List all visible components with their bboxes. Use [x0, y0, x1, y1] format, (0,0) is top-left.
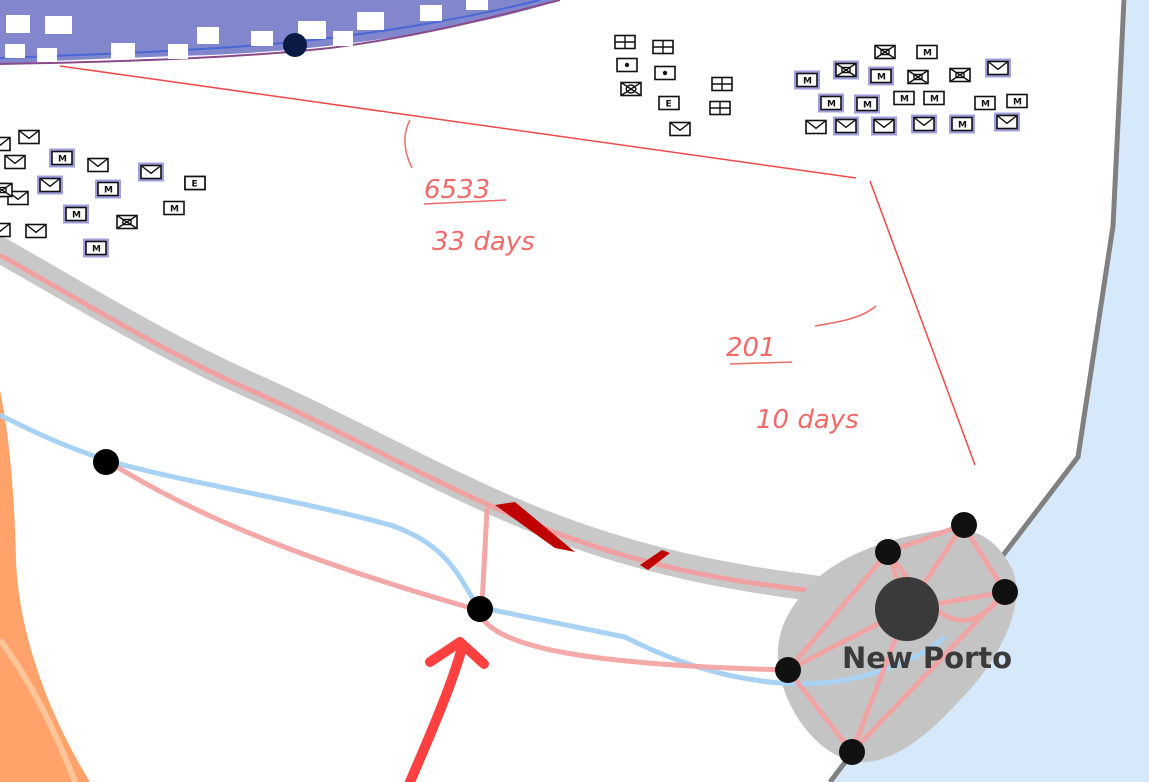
node-city-e[interactable]: [992, 579, 1018, 605]
unit-counter-cross[interactable]: [620, 81, 642, 97]
own-front-line: [0, 638, 78, 782]
annotation-front-b-time: 10 days: [756, 405, 859, 435]
unit-counter-inf[interactable]: [138, 162, 164, 182]
city-marker[interactable]: [875, 577, 939, 641]
svg-text:M: M: [803, 77, 812, 87]
svg-text:M: M: [930, 95, 939, 105]
svg-text:E: E: [666, 100, 672, 110]
unit-counter-armor[interactable]: M: [949, 114, 975, 134]
unit-counter-inf[interactable]: [911, 114, 937, 134]
unit-counter-mech[interactable]: [949, 67, 971, 83]
unit-counter-armor[interactable]: M: [63, 204, 89, 224]
unit-counter-inf[interactable]: [833, 116, 859, 136]
unit-counter-armor[interactable]: M: [893, 90, 915, 106]
svg-text:M: M: [900, 95, 909, 105]
unit-counter-inf[interactable]: [669, 121, 691, 137]
unit-counter-grid[interactable]: [614, 34, 636, 50]
front-sketch-arc: [814, 305, 877, 327]
node-city-n[interactable]: [951, 512, 977, 538]
unit-counter-inf[interactable]: [4, 154, 26, 170]
unit-counter-dot[interactable]: [616, 57, 638, 73]
unit-counter-eng[interactable]: E: [658, 95, 680, 111]
unit-counter-mech[interactable]: [874, 44, 896, 60]
annotation-front-b-underline: [729, 361, 793, 365]
unit-counters: MMMEMMEEMMMMMMMMMM: [0, 34, 1028, 258]
city-area: [777, 529, 1017, 763]
unit-counter-inf[interactable]: [18, 129, 40, 145]
svg-text:M: M: [863, 101, 872, 111]
rail-line-main: [0, 252, 906, 606]
unit-counter-armor[interactable]: M: [868, 66, 894, 86]
unit-counter-armor[interactable]: M: [163, 200, 185, 216]
svg-text:M: M: [981, 100, 990, 110]
unit-counter-mech[interactable]: [0, 182, 13, 198]
svg-text:E: E: [192, 180, 198, 190]
unit-counter-grid[interactable]: [652, 39, 674, 55]
unit-counter-dot[interactable]: [654, 65, 676, 81]
attack-arrow-head: [425, 637, 489, 669]
rail-damage-b: [640, 550, 670, 570]
front-sketch-tick: [404, 119, 413, 169]
node-city-s[interactable]: [839, 739, 865, 765]
city-name-label: New Porto: [842, 641, 1012, 675]
unit-counter-armor[interactable]: M: [83, 238, 109, 258]
svg-text:M: M: [923, 49, 932, 59]
front-sketch-line-a: [59, 65, 857, 179]
unit-counter-grid[interactable]: [711, 76, 733, 92]
unit-counter-mech[interactable]: [833, 60, 859, 80]
unit-counter-inf[interactable]: [25, 223, 47, 239]
unit-counter-inf[interactable]: [87, 157, 109, 173]
rail-network: [103, 457, 1008, 755]
unit-counter-inf[interactable]: [985, 58, 1011, 78]
annotation-front-a-time: 33 days: [432, 227, 535, 257]
unit-counter-armor[interactable]: M: [818, 93, 844, 113]
unit-counter-inf[interactable]: [994, 112, 1020, 132]
unit-counter-armor[interactable]: M: [49, 148, 75, 168]
front-markers: [5, 0, 488, 62]
unit-counter-inf[interactable]: [871, 116, 897, 136]
node-city-w[interactable]: [775, 657, 801, 683]
unit-counter-armor[interactable]: M: [95, 179, 121, 199]
unit-counter-armor[interactable]: M: [854, 94, 880, 114]
front-sketch-line-b: [869, 180, 976, 466]
svg-text:M: M: [877, 73, 886, 83]
unit-counter-inf[interactable]: [805, 119, 827, 135]
unit-counter-inf[interactable]: [0, 222, 11, 238]
enemy-hq-node[interactable]: [283, 33, 307, 57]
unit-counter-armor[interactable]: M: [1006, 93, 1028, 109]
unit-counter-mech[interactable]: [907, 69, 929, 85]
unit-counter-inf[interactable]: [0, 136, 11, 152]
unit-counter-armor[interactable]: M: [916, 44, 938, 60]
unit-counter-armor[interactable]: M: [794, 70, 820, 90]
node-city-nw[interactable]: [875, 539, 901, 565]
svg-text:M: M: [104, 186, 113, 196]
node-junction[interactable]: [467, 596, 493, 622]
unit-counter-armor[interactable]: M: [923, 90, 945, 106]
attack-arrow[interactable]: [405, 643, 467, 782]
unit-counter-mech[interactable]: [116, 214, 138, 230]
own-front-zone: [0, 390, 90, 782]
svg-text:M: M: [58, 155, 67, 165]
annotation-front-b-strength: 201: [726, 333, 776, 363]
front-band: [0, 237, 898, 611]
sea-area: [830, 0, 1149, 782]
svg-text:M: M: [72, 211, 81, 221]
svg-text:M: M: [958, 121, 967, 131]
unit-counter-grid[interactable]: [709, 100, 731, 116]
enemy-front-border: [0, 0, 561, 65]
svg-text:M: M: [92, 245, 101, 255]
node-west[interactable]: [93, 449, 119, 475]
unit-counter-inf[interactable]: [37, 175, 63, 195]
svg-text:M: M: [1013, 98, 1022, 108]
annotation-front-a-strength: 6533: [424, 175, 490, 205]
svg-text:M: M: [827, 100, 836, 110]
annotation-front-a-underline: [423, 199, 507, 205]
unit-counter-eng[interactable]: E: [184, 175, 206, 191]
svg-text:M: M: [170, 205, 179, 215]
unit-counter-armor[interactable]: M: [974, 95, 996, 111]
rail-damage-a: [495, 502, 575, 552]
